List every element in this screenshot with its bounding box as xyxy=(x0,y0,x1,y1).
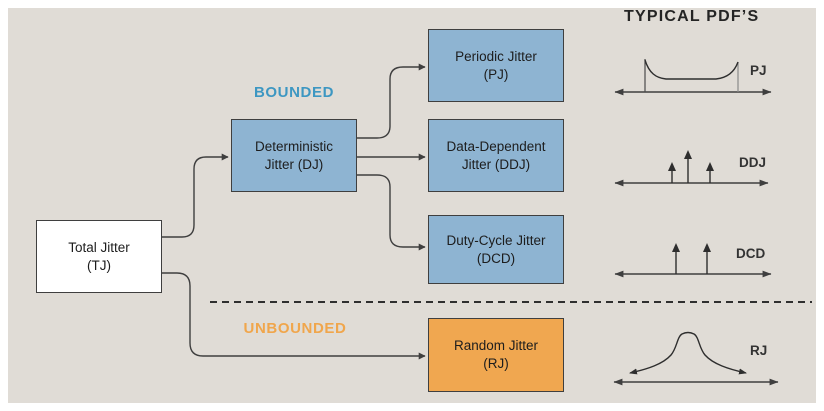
diagram-panel xyxy=(8,8,816,403)
rj-pdf-label: RJ xyxy=(750,343,768,358)
ddj-pdf-sketch xyxy=(614,150,769,187)
connector-dj-dcd xyxy=(357,174,426,251)
connector-tj-dj xyxy=(162,153,229,238)
rj-pdf-sketch xyxy=(613,331,779,386)
node-label-line1: Total Jitter xyxy=(68,239,130,255)
duty-cycle-jitter-node: Duty-Cycle Jitter (DCD) xyxy=(428,215,564,284)
dcd-pdf-label: DCD xyxy=(736,246,766,261)
pj-pdf-label: PJ xyxy=(750,63,767,78)
typical-pdfs-heading: TYPICAL PDF’S xyxy=(624,8,760,25)
node-label-line2: (RJ) xyxy=(483,356,509,371)
dcd-pdf-sketch xyxy=(614,243,772,278)
pj-pdf-sketch xyxy=(614,59,772,96)
ddj-pdf-label: DDJ xyxy=(739,155,767,170)
periodic-jitter-node: Periodic Jitter (PJ) xyxy=(428,29,564,102)
node-label-line2: (TJ) xyxy=(87,257,111,273)
node-label-line1: Data-Dependent xyxy=(446,138,546,154)
bounded-label: BOUNDED xyxy=(253,84,335,101)
node-label-line2: (DCD) xyxy=(476,250,516,266)
node-label-line1: Periodic Jitter xyxy=(455,48,537,64)
random-jitter-node: Random Jitter (RJ) xyxy=(428,318,564,392)
node-label-line1: Random Jitter xyxy=(453,338,539,354)
node-label-line1: Duty-Cycle Jitter xyxy=(446,232,546,248)
node-label-line1: Deterministic xyxy=(254,138,333,154)
total-jitter-node: Total Jitter (TJ) xyxy=(36,220,162,293)
connector-tj-rj xyxy=(162,272,426,360)
node-label-line2: Jitter (DDJ) xyxy=(461,156,531,172)
connector-dj-pj xyxy=(357,63,426,139)
unbounded-label: UNBOUNDED xyxy=(243,320,347,337)
node-label-line2: (PJ) xyxy=(483,66,509,82)
node-label-line2: Jitter (DJ) xyxy=(264,156,324,172)
data-dependent-jitter-node: Data-Dependent Jitter (DDJ) xyxy=(428,119,564,192)
deterministic-jitter-node: Deterministic Jitter (DJ) xyxy=(231,119,357,192)
